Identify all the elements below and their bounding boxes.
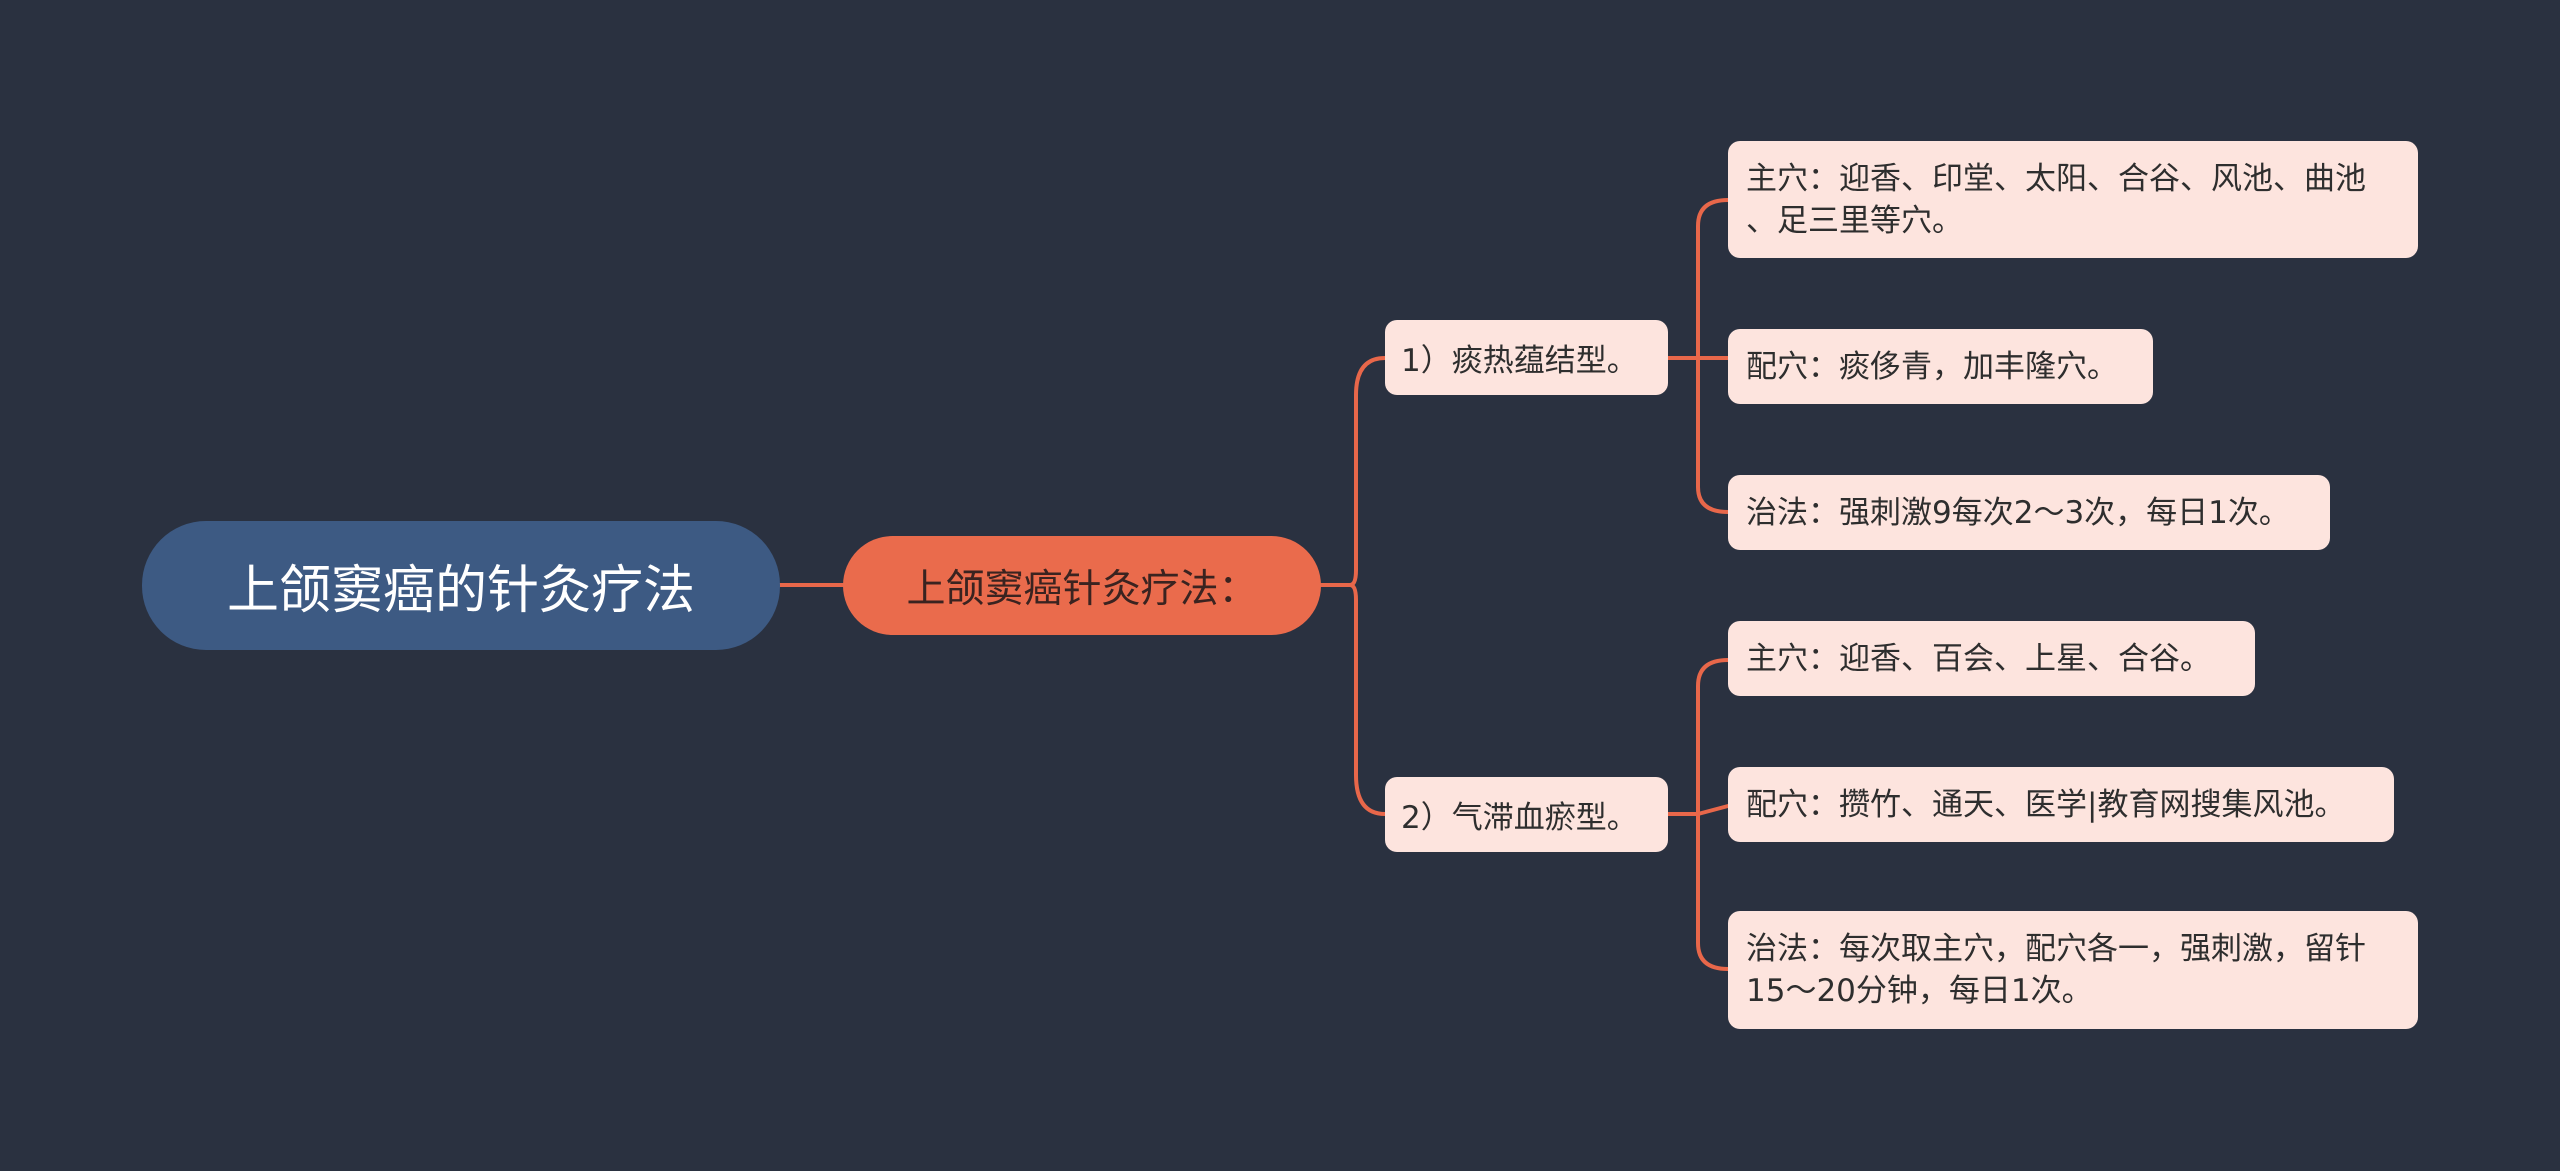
branch-topic-2[interactable]: 2）气滞血瘀型。 <box>1385 777 1668 852</box>
leaf-line: 治法：强刺激9每次2～3次，每日1次。 <box>1746 494 2290 531</box>
leaf-secondary-points-1[interactable]: 配穴：痰侈青，加丰隆穴。 <box>1728 329 2153 404</box>
leaf-text: 配穴：攒竹、通天、医学|教育网搜集风池。 <box>1746 784 2345 826</box>
leaf-text: 主穴：迎香、百会、上星、合谷。 <box>1746 638 2211 680</box>
leaf-text: 治法：每次取主穴，配穴各一，强刺激，留针 15～20分钟，每日1次。 <box>1746 928 2366 1012</box>
root-topic-label: 上颌窦癌的针灸疗法 <box>226 561 695 621</box>
branch-topic-1[interactable]: 1）痰热蕴结型。 <box>1385 320 1668 395</box>
leaf-text: 配穴：痰侈青，加丰隆穴。 <box>1746 346 2118 388</box>
root-topic[interactable]: 上颌窦癌的针灸疗法 <box>142 521 780 650</box>
leaf-line: 治法：每次取主穴，配穴各一，强刺激，留针 <box>1746 931 2366 967</box>
leaf-line: 、足三里等穴。 <box>1746 202 1963 239</box>
connector-main-branch-1 <box>1319 356 1387 587</box>
leaf-line: 配穴：攒竹、通天、医学|教育网搜集风池。 <box>1746 786 2346 823</box>
branch-topic-label: 2）气滞血瘀型。 <box>1401 800 1638 836</box>
leaf-treatment-1[interactable]: 治法：强刺激9每次2～3次，每日1次。 <box>1728 475 2330 550</box>
leaf-main-points-2[interactable]: 主穴：迎香、百会、上星、合谷。 <box>1728 621 2255 696</box>
main-topic-label: 上颌窦癌针灸疗法： <box>906 566 1258 612</box>
leaf-treatment-2[interactable]: 治法：每次取主穴，配穴各一，强刺激，留针 15～20分钟，每日1次。 <box>1728 911 2418 1029</box>
leaf-text: 治法：强刺激9每次2～3次，每日1次。 <box>1746 492 2290 534</box>
leaf-line: 15～20分钟，每日1次。 <box>1746 973 2093 1009</box>
leaf-line: 主穴：迎香、百会、上星、合谷。 <box>1746 640 2211 677</box>
leaf-text: 主穴：迎香、印堂、太阳、合谷、风池、曲池 、足三里等穴。 <box>1746 158 2366 242</box>
leaf-line: 主穴：迎香、印堂、太阳、合谷、风池、曲池 <box>1746 160 2366 197</box>
leaf-secondary-points-2[interactable]: 配穴：攒竹、通天、医学|教育网搜集风池。 <box>1728 767 2394 842</box>
connector-branch2-leaves <box>1666 658 1730 971</box>
connector-main-branch-2 <box>1348 583 1387 816</box>
connector-branch1-leaves <box>1666 198 1730 514</box>
branch-topic-label: 1）痰热蕴结型。 <box>1401 343 1638 379</box>
leaf-line: 配穴：痰侈青，加丰隆穴。 <box>1746 348 2118 385</box>
main-topic[interactable]: 上颌窦癌针灸疗法： <box>843 536 1321 635</box>
leaf-main-points-1[interactable]: 主穴：迎香、印堂、太阳、合谷、风池、曲池 、足三里等穴。 <box>1728 141 2418 258</box>
